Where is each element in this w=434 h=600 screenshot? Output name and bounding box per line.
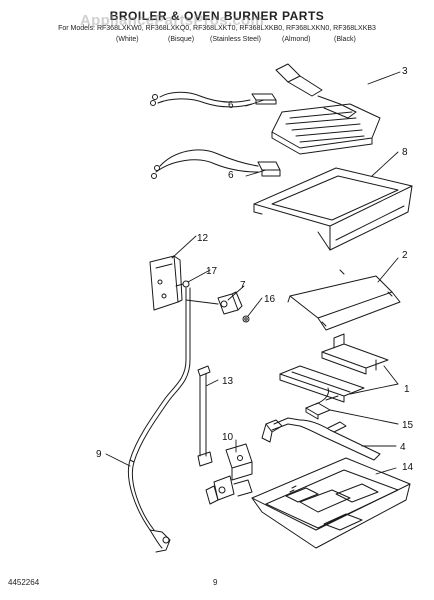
- burner-bracket-upper[interactable]: [321, 333, 389, 375]
- color-almond: (Almond): [282, 36, 311, 43]
- color-white: (White): [116, 36, 139, 43]
- safety-valve[interactable]: [205, 443, 253, 505]
- watermark: AppliancePartsPros.com: [80, 12, 265, 29]
- color-legend: (White) (Bisque) (Stainless Steel) (Almo…: [0, 36, 434, 46]
- diagram-title: BROILER & OVEN BURNER PARTS: [109, 9, 325, 23]
- broiler-pan[interactable]: [251, 457, 411, 549]
- oven-burner-tube[interactable]: [261, 387, 381, 461]
- document-number: 4452264: [8, 578, 40, 587]
- callout-6: 6: [228, 100, 234, 111]
- callout-9: 9: [96, 449, 102, 460]
- callout-16: 16: [264, 294, 276, 305]
- broiler-burner[interactable]: [271, 63, 381, 155]
- callout-15: 15: [402, 420, 414, 431]
- callout-4: 4: [400, 442, 406, 453]
- wire-harness-upper[interactable]: [150, 91, 277, 108]
- callout-12: 12: [197, 233, 209, 244]
- callout-17: 17: [206, 266, 218, 277]
- heat-baffle[interactable]: [287, 269, 401, 331]
- wire-harness-lower[interactable]: [151, 149, 281, 179]
- page-number: 9: [213, 578, 218, 587]
- callout-14: 14: [402, 462, 414, 473]
- callout-6: 6: [228, 170, 234, 181]
- callout-7: 7: [240, 280, 246, 291]
- burner-bracket-lower[interactable]: [279, 365, 365, 403]
- fitting-17[interactable]: [175, 280, 190, 288]
- gas-tube[interactable]: [127, 287, 219, 553]
- callout-2: 2: [402, 250, 408, 261]
- callout-13: 13: [222, 376, 234, 387]
- color-stainless: (Stainless Steel): [210, 36, 261, 43]
- burner-shield[interactable]: [253, 167, 413, 251]
- mounting-bracket[interactable]: [149, 255, 183, 311]
- leader-lines: [105, 71, 401, 475]
- spreader-clip[interactable]: [305, 402, 331, 420]
- pilot-tube[interactable]: [197, 365, 213, 467]
- color-black: (Black): [334, 36, 356, 43]
- orifice-holder[interactable]: [217, 291, 243, 315]
- color-bisque: (Bisque): [168, 36, 195, 43]
- callout-10: 10: [222, 432, 234, 443]
- callout-1: 1: [404, 384, 410, 395]
- model-list: For Models: RF368LXKW0, RF368LXKQ0, RF36…: [58, 25, 376, 32]
- callout-8: 8: [402, 147, 408, 158]
- orifice-15[interactable]: [242, 315, 250, 323]
- callout-3: 3: [402, 66, 408, 77]
